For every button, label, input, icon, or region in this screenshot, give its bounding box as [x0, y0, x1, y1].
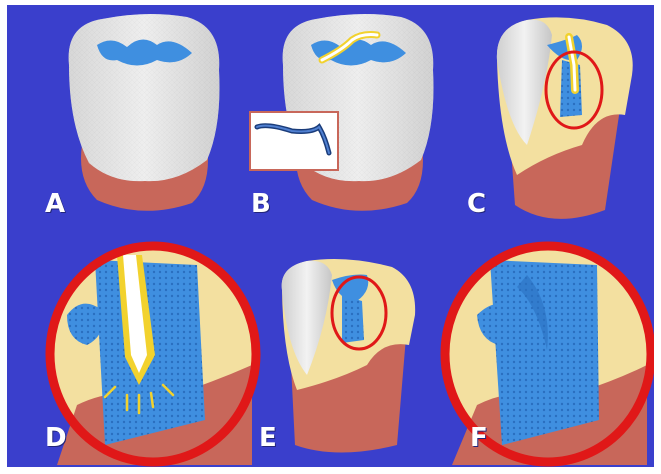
tooth-sealant-illustration — [7, 5, 654, 467]
panel-e-tooth-section — [282, 259, 415, 453]
panel-label-b: B — [251, 191, 271, 217]
panel-label-a: A — [45, 191, 65, 217]
panel-c-tooth-section — [497, 17, 633, 218]
diagram-canvas: A B C D E F — [7, 5, 654, 467]
panel-label-d: D — [45, 425, 67, 451]
panel-b-inset-probe — [250, 112, 338, 170]
panel-label-c: C — [467, 191, 486, 217]
panel-a-tooth — [69, 14, 220, 211]
panel-label-e: E — [259, 425, 277, 451]
panel-label-f: F — [470, 425, 488, 451]
panel-d-magnified-view — [50, 246, 256, 465]
